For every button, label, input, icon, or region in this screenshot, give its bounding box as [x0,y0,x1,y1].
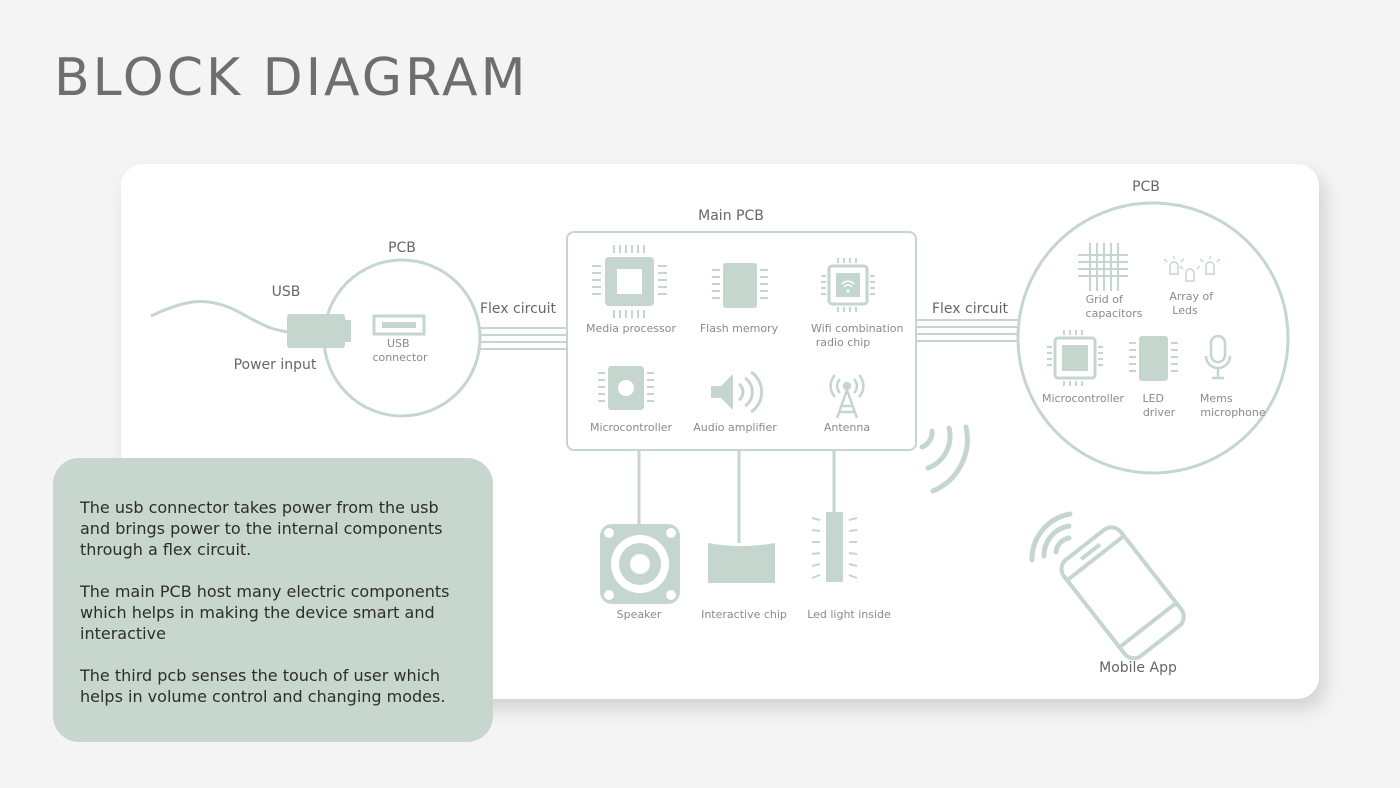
media-processor-label: Media processor [586,322,677,335]
speaker-label: Speaker [617,608,662,621]
wireless-signal-icon [919,424,970,494]
wifi-chip-icon [821,258,875,312]
led-array-icon [1163,256,1221,282]
led-driver-icon [1129,336,1178,381]
info-paragraph-main-pcb: The main PCB host many electric componen… [80,582,450,643]
usb-plug-icon [287,314,345,348]
info-box: The usb connector takes power from the u… [53,458,493,742]
audio-amplifier-label: Audio amplifier [693,421,777,434]
led-driver-label: LED driver [1142,392,1175,419]
media-processor-icon [592,245,667,318]
third-pcb-label: PCB [1132,179,1160,195]
audio-amplifier-icon [711,370,764,414]
main-microcontroller-label: Microcontroller [590,421,673,434]
flex-circuit-right-label: Flex circuit [932,301,1009,317]
led-light-label: Led light inside [807,608,891,621]
array-leds-label: Array of Leds [1169,290,1216,317]
usb-pcb-label: PCB [388,240,416,256]
mems-microphone-label: Mems microphone [1200,392,1266,419]
page-title: BLOCK DIAGRAM [54,48,529,108]
flash-memory-label: Flash memory [700,322,779,335]
usb-label: USB [272,284,301,300]
mobile-phone-icon [1059,525,1186,661]
third-pcb-circle [1016,201,1290,475]
usb-connector-icon [372,314,426,336]
usb-pcb-circle [322,258,482,418]
main-microcontroller-icon [598,366,654,410]
usb-cable [150,299,291,334]
output-connectors [637,450,836,543]
touch-microcontroller-icon [1047,330,1103,386]
flash-memory-icon [712,263,768,308]
main-pcb-label: Main PCB [698,208,764,224]
flex-circuit-left-label: Flex circuit [480,301,557,317]
wifi-chip-label: Wifi combination radio chip [811,322,907,349]
grid-capacitors-label: Grid of capacitors [1086,293,1143,320]
phone-signal-icon [1029,511,1073,563]
touch-microcontroller-label: Microcontroller [1042,392,1125,405]
mobile-app-label: Mobile App [1099,660,1177,676]
speaker-icon [600,524,680,604]
led-light-icon [811,512,858,582]
info-paragraph-third-pcb: The third pcb senses the touch of user w… [80,666,446,706]
flex-circuit-right [916,319,1019,342]
antenna-label: Antenna [824,421,870,434]
microphone-icon [1204,334,1232,380]
antenna-icon [829,374,865,419]
interactive-chip-icon [708,543,775,583]
usb-connector-label: USB connector [372,337,428,364]
interactive-chip-label: Interactive chip [701,608,787,621]
capacitor-grid-icon [1078,243,1128,291]
info-paragraph-usb: The usb connector takes power from the u… [80,498,443,559]
flex-circuit-left [480,327,567,350]
power-input-label: Power input [234,357,317,373]
